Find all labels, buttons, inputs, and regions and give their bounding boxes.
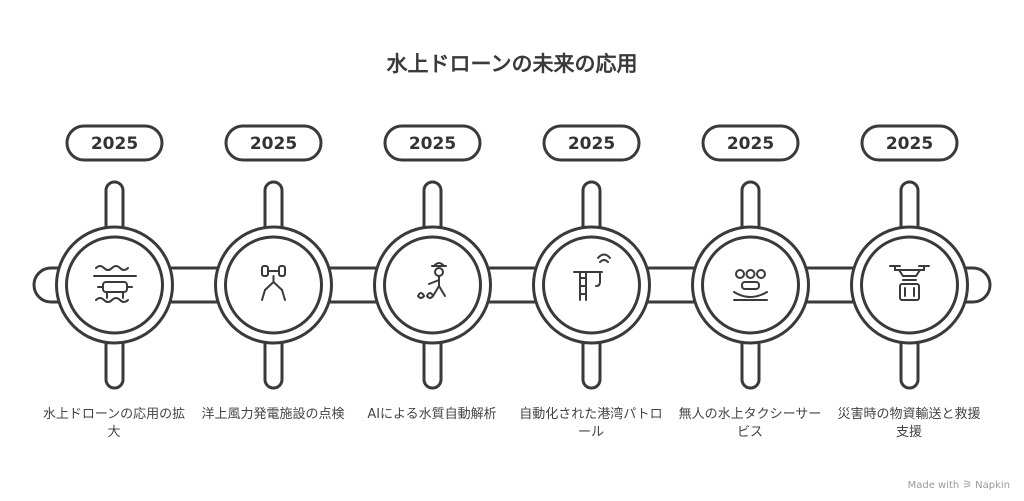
year-pill-4 xyxy=(542,124,641,162)
node-inner-ring-2 xyxy=(224,235,323,335)
year-pill-1 xyxy=(65,124,164,162)
inspection-drone-icon xyxy=(261,265,286,301)
milestone-caption-5: 無人の水上タクシーサービス xyxy=(678,407,822,440)
water-sampling-icon xyxy=(417,262,447,299)
year-label-2: 2025 xyxy=(250,134,297,154)
page-title: 水上ドローンの未来の応用 xyxy=(386,52,638,76)
node-inner-ring-1 xyxy=(65,235,164,335)
node-inner-ring-5 xyxy=(701,235,800,335)
napkin-logo-icon: ⚞ xyxy=(962,478,973,491)
milestone-node-1: 2025 xyxy=(55,124,174,390)
drone-over-water-icon xyxy=(93,265,137,303)
milestone-caption-4: 自動化された港湾パトロール xyxy=(519,407,663,440)
year-label-4: 2025 xyxy=(568,134,615,154)
credit-brand: Napkin xyxy=(975,480,1010,491)
delivery-drone-icon xyxy=(889,265,930,301)
milestone-node-3: 2025 xyxy=(373,124,492,390)
napkin-credit[interactable]: Made with⚞Napkin xyxy=(908,478,1010,491)
port-crane-signal-icon xyxy=(573,253,611,301)
milestone-node-2: 2025 xyxy=(214,124,333,390)
credit-prefix: Made with xyxy=(907,480,960,491)
node-inner-ring-3 xyxy=(383,235,482,335)
year-label-5: 2025 xyxy=(727,134,774,154)
milestone-node-5: 2025 xyxy=(691,124,810,390)
year-pill-3 xyxy=(383,124,482,162)
water-taxi-icon xyxy=(733,269,768,301)
milestone-caption-1: 水上ドローンの応用の拡大 xyxy=(42,407,186,440)
year-label-1: 2025 xyxy=(91,134,138,154)
year-pill-2 xyxy=(224,124,323,162)
year-label-6: 2025 xyxy=(886,134,933,154)
year-label-3: 2025 xyxy=(409,134,456,154)
milestone-caption-2: 洋上風力発電施設の点検 xyxy=(201,407,345,422)
year-pill-6 xyxy=(860,124,959,162)
timeline-bar xyxy=(32,266,992,304)
milestone-node-4: 2025 xyxy=(532,124,651,390)
milestone-caption-6: 災害時の物資輸送と救援支援 xyxy=(837,407,981,440)
milestone-caption-3: AIによる水質自動解析 xyxy=(367,407,497,422)
node-inner-ring-4 xyxy=(542,235,641,335)
milestone-node-6: 2025 xyxy=(850,124,969,390)
year-pill-5 xyxy=(701,124,800,162)
